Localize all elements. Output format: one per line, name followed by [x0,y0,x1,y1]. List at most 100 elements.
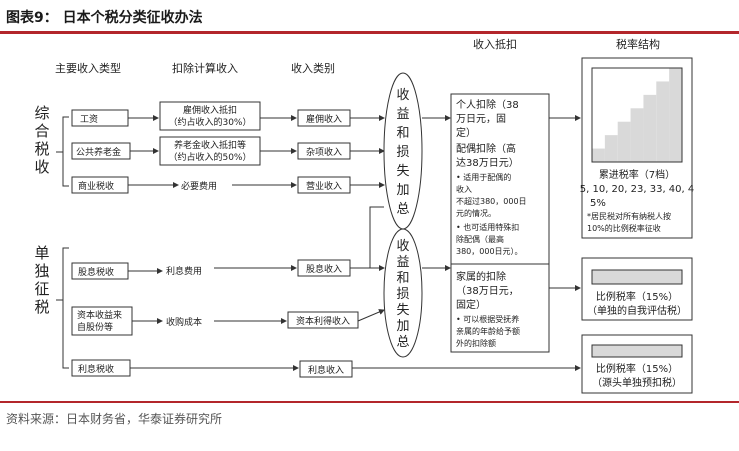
deduction-calc-employment-line-2: （约占收入的30%） [168,116,251,128]
income-category-capital-label: 资本利得收入 [296,315,350,327]
deduction-line: 固定） [456,298,486,311]
progressive-step [630,108,644,162]
oval-char: 失 [396,164,409,179]
col-header-income-category: 收入类别 [291,61,335,75]
income-type-dividend-label: 股息税收 [78,266,114,278]
progressive-rate-title: 累进税率（7档） [599,168,675,181]
flat-self-rate-subtitle: （单独的自我评估税） [587,304,687,317]
top-divider [0,31,739,34]
tax-box-flat-self [581,257,693,321]
income-type-wage-label: 工资 [80,114,98,125]
flat-self-rate-bar [591,269,683,285]
oval-char: 益 [396,255,409,270]
aggregation-oval-bottom [383,228,423,358]
income-type-capital-gain-label-2: 自股份等 [77,321,113,333]
deduction-calc-employment-line-1: 雇佣收入抵扣 [183,104,237,116]
connector-between-ovals [369,206,384,269]
income-type-business-label: 商业税收 [78,180,114,192]
progressive-step [604,135,618,162]
bracket-comprehensive [62,116,69,187]
oval-char: 失 [396,303,409,318]
flat-withholding-rate-bar [591,344,683,358]
oval-char: 加 [396,183,409,198]
progressive-rate-note-2: 10%的比例税率征收 [587,223,661,233]
deduction-line: 家属的扣除 [456,270,506,283]
oval-char: 和 [396,126,409,141]
deduction-line: 亲属的年龄给予额 [456,326,520,336]
deduction-box [450,93,550,353]
progressive-rate-steps [591,67,683,163]
col-header-tax-rate: 税率结构 [616,37,660,51]
deduction-line: 元的情况。 [456,208,496,218]
income-category-capital [287,311,359,329]
deduction-line: 不超过380，000日 [456,196,527,206]
col-header-income-type: 主要收入类型 [55,61,121,75]
flat-withholding-rate-subtitle: （源头单独预扣税） [592,376,682,389]
income-type-pension-label: 公共养老金 [76,146,121,158]
oval-char: 损 [396,287,409,302]
bottom-divider [0,401,739,403]
deduction-line: 380，000日元）。 [456,247,523,256]
deduction-line: 外的扣除额 [456,338,496,348]
svg-text:单独征税: 单独征税 [34,244,49,316]
deduction-line: 收入 [456,184,472,194]
oval-char: 益 [396,107,409,122]
progressive-rate-brackets-end: 5% [590,198,606,209]
income-category-interest [299,360,353,378]
oval-char: 收 [396,239,409,254]
svg-text:综合税收: 综合税收 [34,104,49,176]
deduction-line: • 也可适用特殊扣 [456,222,519,232]
progressive-step [656,81,670,162]
income-type-capital-gain [71,306,133,336]
deduction-line: • 适用于配偶的 [456,172,511,182]
col-header-deduction-calc: 扣除计算收入 [172,61,238,75]
source-note: 资料来源：日本财务省，华泰证券研究所 [6,412,223,426]
deduction-line: 万日元，固 [456,113,506,125]
oval-char: 总 [396,202,409,217]
progressive-step [669,68,682,162]
income-category-dividend-label: 股息收入 [306,263,342,275]
progressive-steps-frame [591,67,683,163]
progressive-step [592,148,605,162]
deduction-calc-pension [159,136,261,166]
arrow-capital-to-oval [357,309,385,322]
progressive-rate-brackets: 5, 10, 20, 23, 33, 40, 4 [580,184,695,195]
deduction-calc-capital: 收购成本 [166,316,202,328]
deduction-line: 定） [456,126,476,139]
deduction-calc-dividend: 利息费用 [166,265,202,277]
col-header-deduction: 收入抵扣 [473,37,517,51]
deduction-calc-employment [159,101,261,131]
income-category-interest-label: 利息收入 [308,364,344,376]
oval-char: 收 [396,88,409,103]
deduction-line: 配偶扣除（高 [456,142,516,155]
income-category-employment-label: 雇佣收入 [306,113,342,125]
deduction-line: 达38万日元） [456,157,519,169]
oval-char: 加 [396,319,409,334]
income-type-capital-gain-label-1: 资本收益来 [77,309,122,321]
progressive-step [617,121,631,162]
deduction-calc-pension-line-2: （约占收入的50%） [168,151,251,163]
deduction-line: 除配偶（最高 [456,234,504,244]
group-label-comprehensive: 综合税收 [34,104,49,176]
deduction-line: • 可以根据受抚养 [456,314,519,324]
bracket-separate [62,247,69,369]
group-label-separate: 单独征税 [34,244,49,316]
flat-self-rate-title: 比例税率（15%） [596,290,678,303]
progressive-step [643,94,657,162]
oval-char: 和 [396,271,409,286]
deduction-calc-business: 必要费用 [181,180,217,192]
progressive-rate-note-1: *居民税对所有纳税人按 [587,211,671,221]
income-category-business-label: 营业收入 [306,180,342,192]
oval-char: 总 [396,335,409,350]
income-type-interest-label: 利息税收 [78,363,114,375]
figure-title: 图表9： 日本个税分类征收办法 [6,10,203,26]
deduction-calc-pension-line-1: 养老金收入抵扣等 [174,139,246,151]
flat-withholding-rate-title: 比例税率（15%） [596,362,678,375]
deduction-line: （38万日元， [456,285,519,297]
deduction-line: 个人扣除（38 [456,98,519,111]
income-category-misc-label: 杂项收入 [306,146,342,158]
